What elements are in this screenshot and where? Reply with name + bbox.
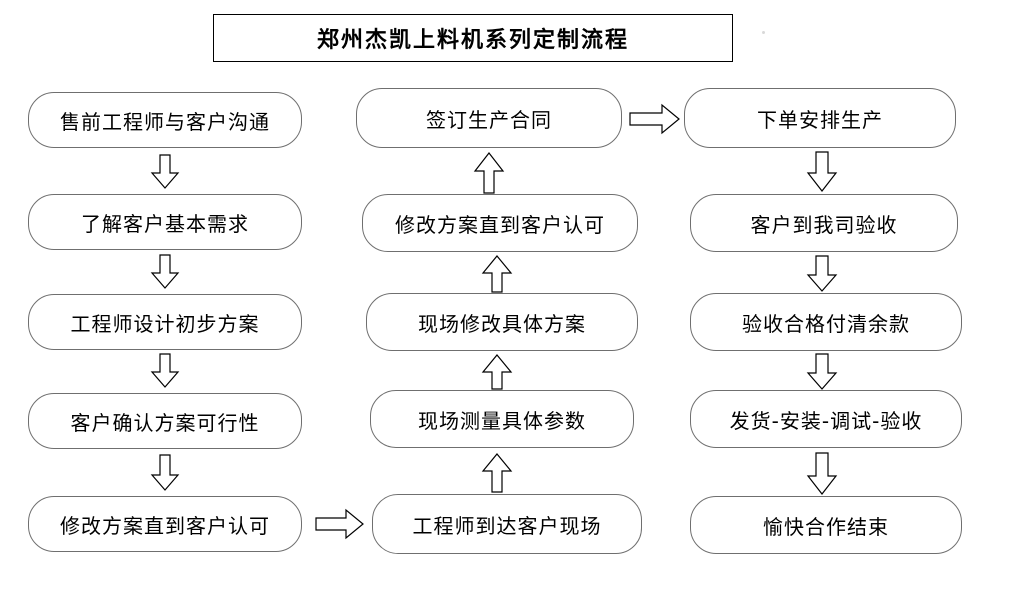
arrow-m1-r1: [629, 103, 682, 135]
node-label: 下单安排生产: [757, 107, 883, 132]
node-l2[interactable]: 了解客户基本需求: [28, 194, 302, 250]
node-label: 售前工程师与客户沟通: [60, 109, 270, 134]
node-label: 发货-安装-调试-验收: [729, 408, 923, 433]
node-r1[interactable]: 下单安排生产: [684, 88, 956, 148]
node-label: 客户到我司验收: [750, 212, 898, 237]
arrow-l1-l2: [150, 154, 180, 189]
arrow-l3-l4: [150, 353, 180, 388]
arrow-r4-r5: [805, 452, 839, 495]
node-label: 现场修改具体方案: [418, 311, 586, 336]
arrow-r1-r2: [805, 151, 839, 192]
node-l3[interactable]: 工程师设计初步方案: [28, 294, 302, 350]
node-m1[interactable]: 签订生产合同: [356, 88, 622, 148]
arrow-r3-r4: [805, 353, 839, 390]
arrow-l5-m5: [315, 508, 366, 540]
stray-dot-artifact: [762, 31, 765, 34]
arrow-l4-l5: [150, 454, 180, 491]
node-l4[interactable]: 客户确认方案可行性: [28, 393, 302, 449]
arrow-m4-m3: [480, 354, 514, 390]
arrow-r2-r3: [805, 255, 839, 292]
node-label: 愉快合作结束: [763, 514, 889, 539]
node-r4[interactable]: 发货-安装-调试-验收: [690, 390, 962, 448]
node-m4[interactable]: 现场测量具体参数: [370, 390, 634, 448]
node-label: 工程师设计初步方案: [70, 311, 260, 336]
node-label: 验收合格付清余款: [742, 311, 910, 336]
arrow-l2-l3: [150, 254, 180, 289]
node-label: 工程师到达客户现场: [412, 513, 602, 538]
node-l5[interactable]: 修改方案直到客户认可: [28, 496, 302, 552]
diagram-title-box: 郑州杰凯上料机系列定制流程: [213, 14, 733, 62]
node-label: 现场测量具体参数: [418, 408, 586, 433]
node-r5[interactable]: 愉快合作结束: [690, 496, 962, 554]
node-m5[interactable]: 工程师到达客户现场: [372, 494, 642, 554]
node-r3[interactable]: 验收合格付清余款: [690, 293, 962, 351]
arrow-m2-m1: [472, 152, 506, 194]
node-label: 客户确认方案可行性: [70, 410, 260, 435]
node-r2[interactable]: 客户到我司验收: [690, 194, 958, 252]
arrow-m5-m4: [480, 453, 514, 493]
arrow-m3-m2: [480, 255, 514, 293]
node-label: 修改方案直到客户认可: [395, 212, 605, 237]
node-m2[interactable]: 修改方案直到客户认可: [362, 194, 638, 252]
page-title: 郑州杰凯上料机系列定制流程: [316, 28, 629, 53]
node-label: 了解客户基本需求: [81, 211, 249, 236]
node-m3[interactable]: 现场修改具体方案: [366, 293, 638, 351]
node-label: 修改方案直到客户认可: [60, 513, 270, 538]
node-l1[interactable]: 售前工程师与客户沟通: [28, 92, 302, 148]
node-label: 签订生产合同: [426, 107, 552, 132]
